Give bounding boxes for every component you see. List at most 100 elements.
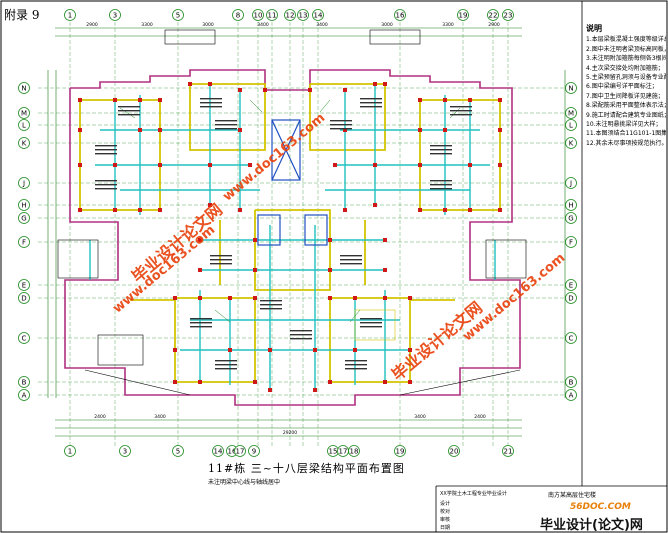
svg-text:H: H xyxy=(568,202,573,210)
svg-text:B: B xyxy=(569,379,574,387)
axis-bubble-bottom: 21 xyxy=(502,445,514,457)
logo-name: 毕业设计(论文)网 xyxy=(540,518,643,533)
appendix-label: 附录 9 xyxy=(4,8,40,22)
svg-text:C: C xyxy=(22,335,27,343)
axis-bubble-right: L xyxy=(565,119,577,131)
axis-bubble-left: K xyxy=(18,137,30,149)
axis-bubble-top: 3 xyxy=(109,9,121,21)
svg-text:J: J xyxy=(22,180,25,188)
title-block-row: 校对 xyxy=(440,509,451,515)
svg-text:11: 11 xyxy=(268,12,277,20)
axis-bubble-left: N xyxy=(18,82,30,94)
notes-item: 11.本图须结合11G101-1图集； xyxy=(586,130,666,138)
notes-item: 3.未注明附加箍筋每侧各3根间距50； xyxy=(586,55,666,63)
svg-text:22: 22 xyxy=(489,12,498,20)
annotation-leaders xyxy=(119,99,461,323)
svg-text:G: G xyxy=(21,215,26,223)
svg-text:L: L xyxy=(22,122,26,130)
dim-label-bottom: 2400 xyxy=(94,414,106,420)
notes-item: 4.主次梁交接处均附加箍筋； xyxy=(586,64,664,72)
dim-label-top: 3400 xyxy=(257,22,269,28)
dim-label-top: 3400 xyxy=(316,22,328,28)
svg-text:16: 16 xyxy=(396,12,405,20)
dim-label-top: 3000 xyxy=(202,22,214,28)
svg-text:17: 17 xyxy=(236,448,245,456)
axis-bubble-right: M xyxy=(565,107,577,119)
notes-item: 9.施工时请配合建筑专业图纸； xyxy=(586,111,666,119)
axis-bubble-right: N xyxy=(565,82,577,94)
axis-bubble-bottom: 17 xyxy=(337,445,349,457)
stair-core xyxy=(257,119,328,246)
axis-bubble-right: D xyxy=(565,292,577,304)
svg-text:M: M xyxy=(21,110,27,118)
axis-bubble-right: F xyxy=(565,236,577,248)
title-block-school: XX学院土木工程专业毕业设计 xyxy=(440,491,507,497)
svg-text:G: G xyxy=(568,215,573,223)
axis-bubble-top: 12 xyxy=(284,9,296,21)
axis-bubble-right: C xyxy=(565,332,577,344)
axis-bubble-right: G xyxy=(565,212,577,224)
svg-text:F: F xyxy=(22,239,26,247)
drawing-subtitle: 未注明梁中心线与轴线居中 xyxy=(208,479,281,486)
axis-bubble-top: 8 xyxy=(232,9,244,21)
svg-text:19: 19 xyxy=(459,12,468,20)
svg-text:13: 13 xyxy=(299,12,308,20)
title-block-row: 日期 xyxy=(440,525,451,531)
notes-item: 7.图中卫生间降板详见建施； xyxy=(586,92,664,100)
axis-bubble-top: 19 xyxy=(457,9,469,21)
axis-bubble-left: H xyxy=(18,199,30,211)
svg-text:N: N xyxy=(21,85,26,93)
axis-bubble-left: A xyxy=(18,389,30,401)
axis-bubble-top: 22 xyxy=(487,9,499,21)
svg-text:3: 3 xyxy=(123,448,127,456)
axis-bubble-top: 5 xyxy=(172,9,184,21)
notes-title: 说明 xyxy=(586,24,602,33)
notes-item: 6.图中梁编号详平面标注； xyxy=(586,83,658,91)
svg-text:23: 23 xyxy=(504,12,513,20)
axis-bubble-right: B xyxy=(565,376,577,388)
axis-bubble-top: 16 xyxy=(394,9,406,21)
axis-bubble-top: 10 xyxy=(252,9,264,21)
notes-item: 8.梁配筋采用平面整体表示法； xyxy=(586,102,666,110)
axis-bubble-right: A xyxy=(565,389,577,401)
svg-text:A: A xyxy=(569,392,574,400)
axis-bubble-bottom: 5 xyxy=(172,445,184,457)
svg-text:A: A xyxy=(22,392,27,400)
svg-text:3: 3 xyxy=(113,12,117,20)
axis-bubble-top: 1 xyxy=(64,9,76,21)
svg-text:10: 10 xyxy=(254,12,263,20)
axis-bubble-right: K xyxy=(565,137,577,149)
balconies xyxy=(57,29,527,396)
axis-bubble-left: J xyxy=(18,177,30,189)
beams-secondary xyxy=(89,84,496,390)
svg-text:1: 1 xyxy=(68,448,72,456)
svg-text:K: K xyxy=(569,140,574,148)
dim-label-top: 3300 xyxy=(141,22,153,28)
notes-item: 5.主梁预留孔洞须与设备专业配合； xyxy=(586,74,666,82)
axis-bubble-left: B xyxy=(18,376,30,388)
svg-text:20: 20 xyxy=(450,448,459,456)
axis-bubble-bottom: 19 xyxy=(394,445,406,457)
axis-bubble-left: D xyxy=(18,292,30,304)
svg-text:12: 12 xyxy=(286,12,295,20)
svg-text:21: 21 xyxy=(504,448,513,456)
svg-text:14: 14 xyxy=(314,12,323,20)
axis-bubble-bottom: 3 xyxy=(119,445,131,457)
dim-label-top: 3300 xyxy=(442,22,454,28)
svg-text:17: 17 xyxy=(339,448,348,456)
svg-text:M: M xyxy=(568,110,574,118)
dim-label-top: 3000 xyxy=(381,22,393,28)
beam-labels xyxy=(95,98,472,370)
dim-label-bottom: 3400 xyxy=(414,414,426,420)
title-block-project: 南方某高层住宅楼 xyxy=(548,492,597,499)
dim-label-top: 2900 xyxy=(488,22,500,28)
dim-label-bottom: 2400 xyxy=(474,414,486,420)
title-block-row: 审核 xyxy=(440,517,451,523)
title-block-row: 设计 xyxy=(440,501,451,507)
svg-text:16: 16 xyxy=(228,448,237,456)
logo-site: 56DOC.COM xyxy=(570,502,631,512)
building-outline xyxy=(64,69,521,406)
svg-text:E: E xyxy=(569,282,573,290)
